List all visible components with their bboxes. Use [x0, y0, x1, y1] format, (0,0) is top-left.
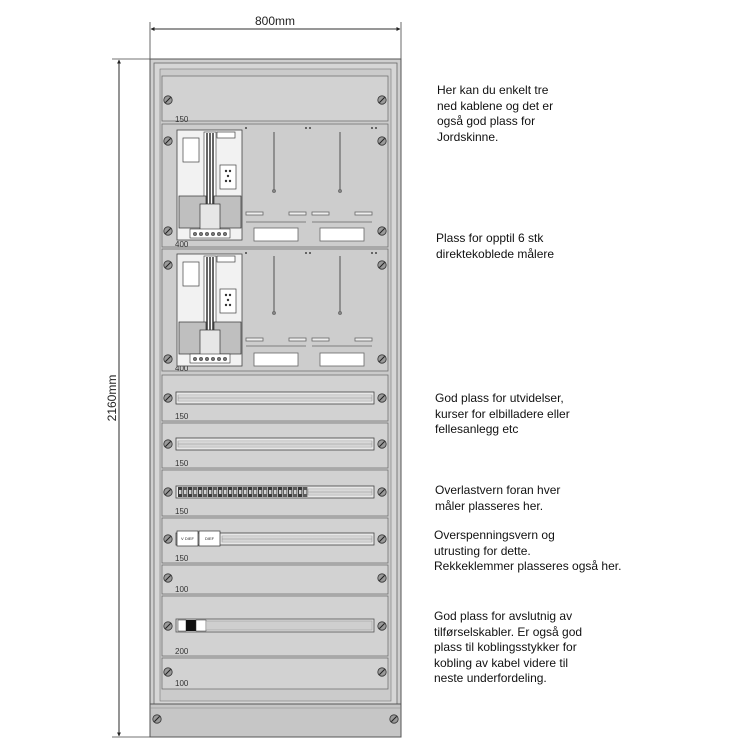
breaker-toggle — [254, 490, 257, 494]
meter-slots — [245, 256, 373, 367]
description-cable-entry: Her kan du enkelt tre ned kablene og det… — [437, 83, 554, 144]
breaker-toggle — [199, 490, 202, 494]
meter-slots — [245, 132, 373, 242]
electric-meter — [176, 129, 243, 241]
breaker-toggle — [234, 490, 237, 494]
blank2-label: 100 — [175, 679, 189, 688]
rail3-label: 150 — [175, 507, 189, 516]
height-label: 2160mm — [105, 375, 119, 422]
breaker-toggle — [249, 490, 252, 494]
breaker-toggle — [239, 490, 242, 494]
surge-label-2: DIEF — [205, 536, 215, 541]
surge-label-1: V DIEF — [181, 536, 194, 541]
rail1-label: 150 — [175, 412, 189, 421]
rail2-label: 150 — [175, 459, 189, 468]
meter2-bottom-label: 400 — [175, 364, 189, 373]
breaker-toggle — [284, 490, 287, 494]
breaker-toggle — [294, 490, 297, 494]
rail-panel-3: 150 — [161, 469, 389, 517]
breaker-toggle — [259, 490, 262, 494]
breaker-toggle — [279, 490, 282, 494]
breaker-toggle — [219, 490, 222, 494]
width-dimension: 800mm — [149, 14, 402, 60]
rail4-label: 150 — [175, 554, 189, 563]
description-overload: Overlastvern foran hver måler plasseres … — [435, 483, 561, 513]
rail-panel-2: 150 — [161, 422, 389, 469]
breaker-toggle — [274, 490, 277, 494]
breaker-toggle — [269, 490, 272, 494]
breaker-toggle — [204, 490, 207, 494]
breaker-toggle — [214, 490, 217, 494]
blank1-label: 100 — [175, 585, 189, 594]
meter-top-label: 150 — [175, 115, 189, 124]
description-termination: God plass for avslutnig av tilførselskab… — [434, 609, 583, 685]
breaker-toggle — [184, 490, 187, 494]
surge-protector: V DIEF DIEF — [176, 530, 221, 547]
meter-terminal-icon — [224, 169, 232, 183]
breaker-toggle — [304, 490, 307, 494]
breaker-toggle — [299, 490, 302, 494]
breaker-toggle — [289, 490, 292, 494]
breaker-toggle — [224, 490, 227, 494]
description-meters: Plass for opptil 6 stk direktekoblede må… — [436, 231, 555, 261]
blank-panel-1: 100 — [161, 564, 389, 595]
width-label: 800mm — [255, 14, 295, 28]
blank-panel-2: 100 — [161, 657, 389, 690]
breaker-toggle — [229, 490, 232, 494]
screw-icon — [163, 95, 173, 105]
meter-bottom-label: 400 — [175, 240, 189, 249]
top-cable-panel — [161, 75, 389, 122]
breaker-toggle — [194, 490, 197, 494]
meter-terminal-icon — [224, 293, 232, 307]
height-dimension: 2160mm — [105, 58, 150, 738]
breaker-toggle — [179, 490, 182, 494]
rail-panel-5: 200 — [161, 595, 389, 657]
rail5-label: 200 — [175, 647, 189, 656]
rail-panel-4: V DIEF DIEF 150 — [161, 517, 389, 564]
breaker-toggle — [244, 490, 247, 494]
circuit-breakers — [178, 487, 308, 497]
electric-meter — [176, 253, 243, 367]
rail-panel-1: 150 — [161, 374, 389, 422]
description-surge: Overspenningsvern og utrusting for dette… — [434, 528, 622, 573]
screw-icon — [377, 95, 387, 105]
breaker-toggle — [189, 490, 192, 494]
description-expansion: God plass for utvidelser, kurser for elb… — [435, 391, 570, 436]
breaker-toggle — [209, 490, 212, 494]
meter-panel-1: 150 400 — [161, 115, 389, 249]
breaker-toggle — [264, 490, 267, 494]
meter-panel-2: 400 — [161, 248, 389, 373]
